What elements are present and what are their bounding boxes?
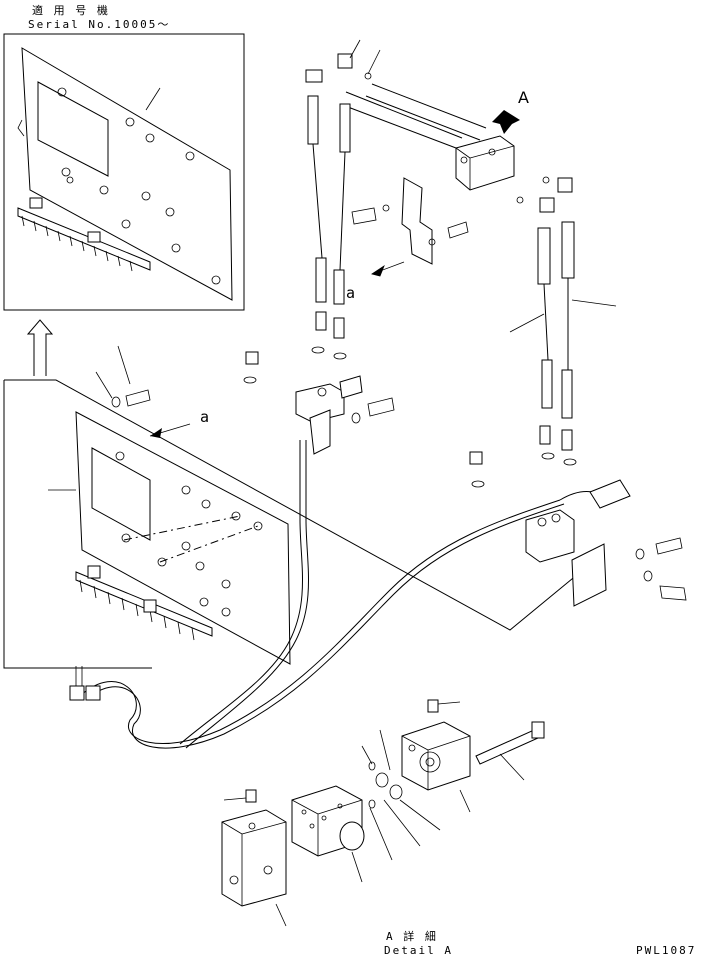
detail-a-jp-label: A 詳 細	[386, 930, 438, 943]
detail-a-parts	[221, 699, 545, 927]
right-pipe-lines	[509, 176, 617, 419]
valve-right-assembly	[469, 425, 687, 607]
view-up-arrow	[26, 319, 54, 376]
serial-number-label: Serial No.10005～	[28, 18, 171, 31]
valve-left-assembly	[243, 311, 395, 455]
valve-block-a	[455, 110, 520, 191]
pipe-lines	[305, 39, 487, 305]
inset-panel-view	[3, 33, 245, 311]
drawing-code: PWL1087	[636, 944, 697, 957]
ref-a-top-label: a	[346, 284, 358, 302]
view-a-arrow-label: A	[518, 88, 531, 107]
ref-a-left-label: a	[200, 408, 212, 426]
detail-a-en-label: Detail A	[384, 944, 453, 957]
wire-harness	[69, 440, 605, 749]
applicable-machine-label: 適 用 号 機	[32, 4, 110, 17]
main-panel	[48, 345, 291, 665]
bracket-a	[351, 177, 469, 277]
